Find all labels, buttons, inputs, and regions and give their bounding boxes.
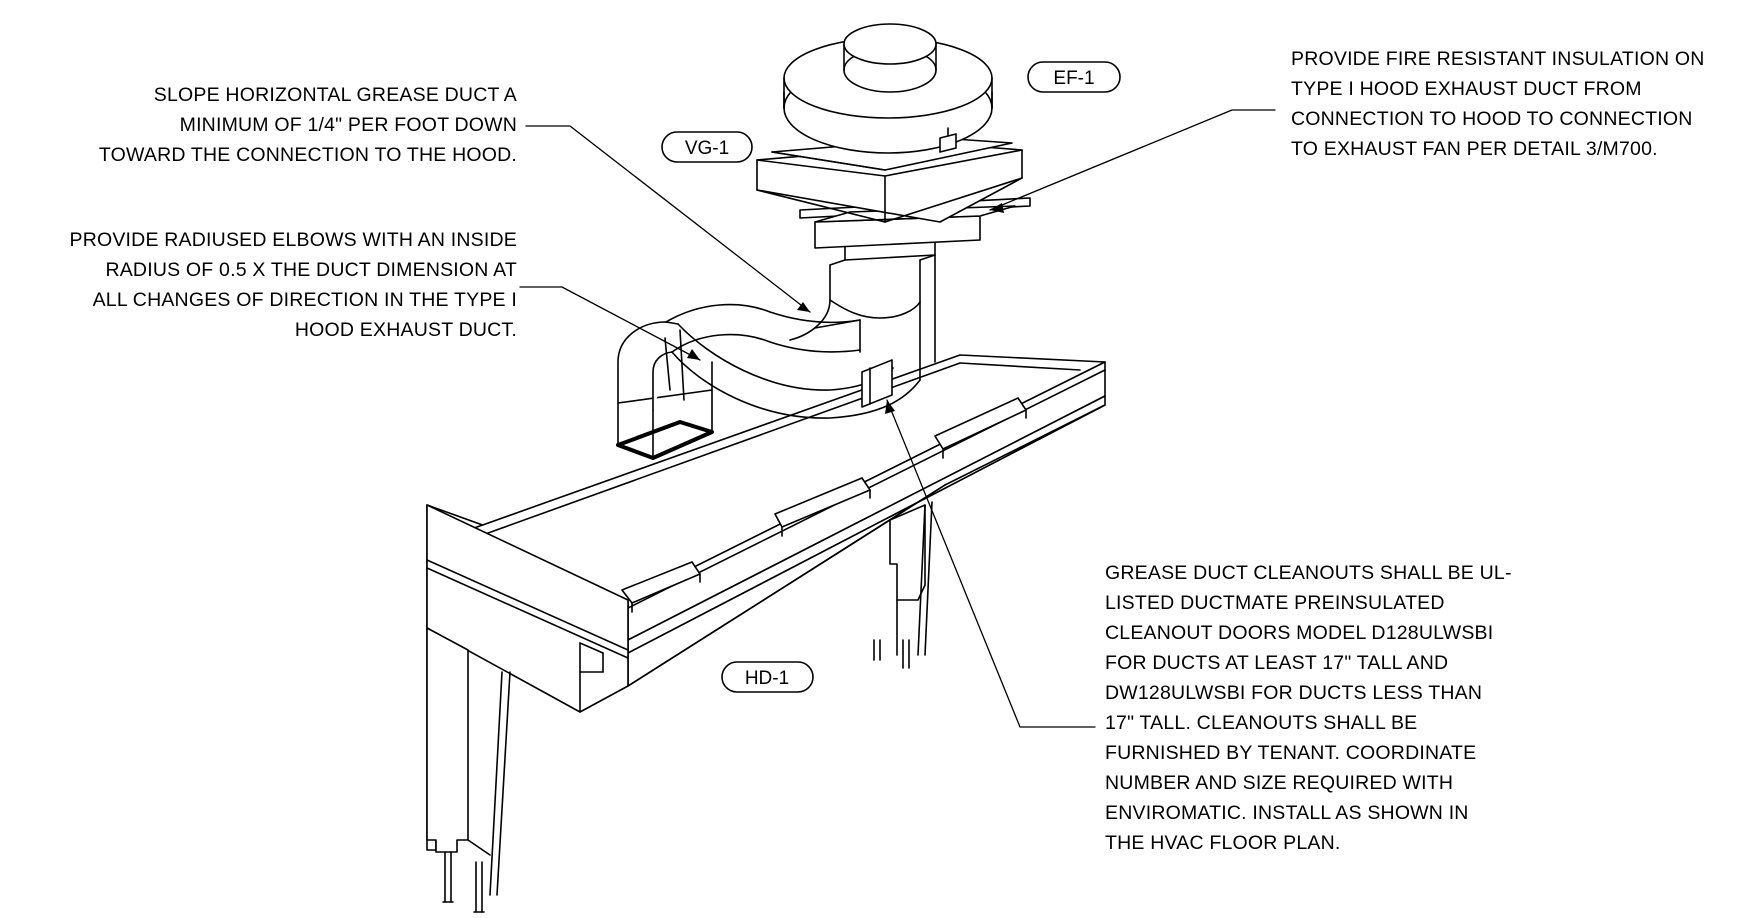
- note-line: CONNECTION TO HOOD TO CONNECTION: [1291, 108, 1693, 130]
- note-line: TOWARD THE CONNECTION TO THE HOOD.: [98, 144, 517, 166]
- note-line: ALL CHANGES OF DIRECTION IN THE TYPE I: [92, 289, 517, 311]
- note-line: RADIUS OF 0.5 X THE DUCT DIMENSION AT: [105, 259, 517, 281]
- note-line: NUMBER AND SIZE REQUIRED WITH: [1105, 772, 1454, 794]
- note-line: GREASE DUCT CLEANOUTS SHALL BE UL-: [1105, 562, 1512, 584]
- note-line: SLOPE HORIZONTAL GREASE DUCT A: [153, 84, 517, 106]
- note-line: DW128ULWSBI FOR DUCTS LESS THAN: [1105, 682, 1483, 704]
- note-line: FOR DUCTS AT LEAST 17" TALL AND: [1105, 652, 1449, 674]
- note-line: MINIMUM OF 1/4" PER FOOT DOWN: [179, 114, 517, 136]
- note-line: TO EXHAUST FAN PER DETAIL 3/M700.: [1291, 138, 1658, 160]
- tag-vg1-text: VG-1: [685, 138, 729, 159]
- tag-hd1: [722, 662, 813, 692]
- exhaust-fan: [757, 24, 1030, 248]
- note-grease-duct-cleanouts: GREASE DUCT CLEANOUTS SHALL BE UL- LISTE…: [1105, 558, 1512, 858]
- note-line: ENVIROMATIC. INSTALL AS SHOWN IN: [1105, 802, 1469, 824]
- note-line: PROVIDE RADIUSED ELBOWS WITH AN INSIDE: [69, 229, 517, 251]
- tag-ef1-text: EF-1: [1053, 68, 1094, 89]
- note-line: TYPE I HOOD EXHAUST DUCT FROM: [1291, 78, 1642, 100]
- note-slope-grease-duct: SLOPE HORIZONTAL GREASE DUCT A MINIMUM O…: [99, 80, 517, 170]
- grease-exhaust-duct: [618, 240, 935, 458]
- note-line: PROVIDE FIRE RESISTANT INSULATION ON: [1291, 48, 1705, 70]
- tag-vg1: [662, 132, 752, 162]
- filter-panels: [622, 398, 1026, 612]
- note-line: FURNISHED BY TENANT. COORDINATE: [1105, 742, 1477, 764]
- tag-ef1: [1028, 62, 1120, 92]
- note-line: HOOD EXHAUST DUCT.: [294, 319, 517, 341]
- note-radiused-elbows: PROVIDE RADIUSED ELBOWS WITH AN INSIDE R…: [69, 225, 517, 345]
- note-line: LISTED DUCTMATE PREINSULATED: [1105, 592, 1445, 614]
- kitchen-hood: [427, 355, 1105, 912]
- note-fire-resistant-insulation: PROVIDE FIRE RESISTANT INSULATION ON TYP…: [1291, 44, 1705, 164]
- tag-hd1-text: HD-1: [745, 668, 789, 689]
- note-line: 17" TALL. CLEANOUTS SHALL BE: [1105, 712, 1418, 734]
- note-line: THE HVAC FLOOR PLAN.: [1105, 832, 1341, 854]
- note-line: CLEANOUT DOORS MODEL D128ULWSBI: [1105, 622, 1494, 644]
- leader-lines: [520, 110, 1275, 727]
